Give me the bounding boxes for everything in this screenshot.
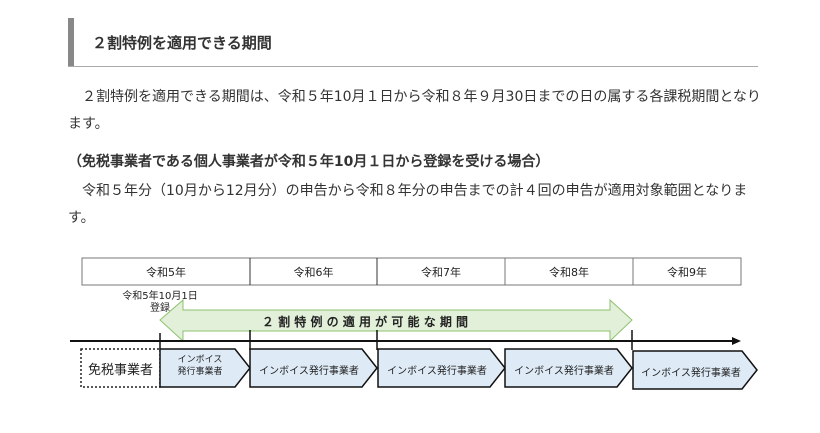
timeline-ticks	[159, 330, 633, 350]
exempt-label: 免税事業者	[87, 363, 153, 378]
status-label: インボイス発行事業者	[514, 366, 614, 377]
period-label: ２ 割 特 例 の 適 用 が 可 能 な 期 間	[261, 315, 469, 329]
status-arrows	[159, 348, 758, 390]
status-label: インボイス発行事業者	[259, 366, 359, 377]
year-label: 令和8年	[549, 266, 589, 279]
year-label: 令和7年	[421, 266, 461, 279]
status-label: インボイス 発行事業者	[177, 355, 223, 377]
year-label: 令和6年	[293, 266, 334, 279]
period-arrow	[159, 298, 633, 343]
exempt-box	[80, 348, 161, 388]
paragraph-period: ２割特例を適用できる期間は、令和５年10月１日から令和８年９月30日までの日の属…	[68, 89, 761, 132]
year-label: 令和9年	[667, 266, 707, 279]
registration-label: 登録	[150, 303, 170, 314]
subheading: （免税事業者である個人事業者が令和５年10月１日から登録を受ける場合）	[68, 154, 550, 170]
year-table	[81, 257, 742, 286]
heading-accent-bar	[68, 18, 74, 66]
timeline-arrowhead	[732, 337, 741, 345]
year-label: 令和5年	[146, 266, 186, 279]
status-label: インボイス発行事業者	[641, 368, 741, 379]
section-heading: ２割特例を適用できる期間	[68, 18, 758, 67]
registration-date: 令和5年10月1日	[122, 291, 198, 302]
heading-text: ２割特例を適用できる期間	[92, 34, 272, 52]
paragraph-scope: 令和５年分（10月から12月分）の申告から令和８年分の申告までの計４回の申告が適…	[68, 183, 748, 226]
status-label: インボイス発行事業者	[387, 366, 487, 377]
